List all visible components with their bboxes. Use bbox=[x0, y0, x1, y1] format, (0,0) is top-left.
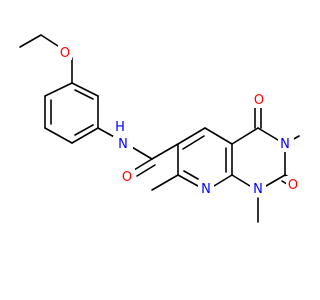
bond-c7-methyl bbox=[151, 174, 179, 191]
bond-ph-6-1 bbox=[44, 82, 73, 97]
bond-carbonyl-c6 bbox=[151, 143, 179, 160]
amide-oxygen-label: O bbox=[122, 170, 132, 185]
n3-label: N bbox=[280, 137, 290, 152]
molecule-canvas: O H N O O N O N N bbox=[19, 34, 300, 223]
amide-n-label: N bbox=[118, 137, 128, 152]
c4-oxygen-label: O bbox=[254, 93, 264, 108]
bond-c6-c5-inner bbox=[182, 135, 205, 150]
molecule-structure: O H N O O N O N N bbox=[19, 34, 300, 223]
amide-nh-label: H bbox=[115, 120, 125, 135]
bond-c4a-c4 bbox=[231, 127, 259, 145]
bond-ethyl-c2-c1 bbox=[19, 34, 42, 48]
bond-c5-c4a bbox=[204, 127, 233, 145]
ether-oxygen-label: O bbox=[60, 46, 70, 61]
bond-c8a-n8 bbox=[213, 174, 233, 187]
bond-ph-4-5 bbox=[44, 127, 73, 144]
bond-n8-c7 bbox=[177, 174, 199, 187]
bonds bbox=[19, 34, 300, 223]
bond-ph-inner-a bbox=[74, 89, 94, 100]
bond-ethyl-c1-o bbox=[40, 34, 59, 47]
bond-n8-c7-inner bbox=[183, 170, 199, 180]
bond-carbonyl-o-a bbox=[133, 158, 153, 171]
bond-carbonyl-o-b bbox=[136, 164, 156, 177]
n8-label: N bbox=[201, 182, 211, 197]
bond-ph-3-4 bbox=[71, 127, 99, 144]
n1-label: N bbox=[253, 182, 263, 197]
bond-ph-1-2 bbox=[71, 82, 99, 97]
bond-ph-inner-b bbox=[74, 124, 94, 136]
bond-c2-n1 bbox=[265, 174, 286, 187]
bond-c4-n3 bbox=[257, 127, 279, 141]
bond-c6-c5 bbox=[177, 127, 206, 145]
c2-oxygen-label: O bbox=[288, 178, 298, 193]
bond-n1-c8a bbox=[231, 174, 251, 187]
atom-labels: O H N O O N O N N bbox=[58, 44, 300, 197]
bond-nh-carbonyl bbox=[129, 145, 153, 160]
